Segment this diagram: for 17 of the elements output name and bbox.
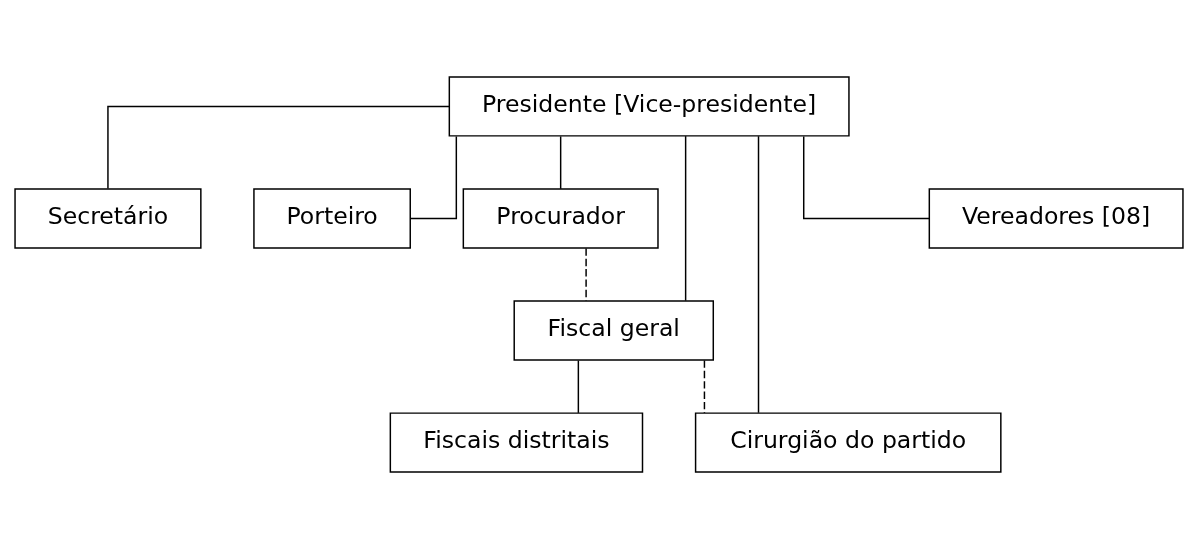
connector xyxy=(559,135,562,189)
node-box: Cirurgião do partido xyxy=(694,411,1002,473)
connector xyxy=(107,105,450,189)
connector xyxy=(703,359,706,414)
node-box: Secretário xyxy=(14,187,202,249)
node-box: Presidente [Vice-presidente] xyxy=(448,75,850,137)
node-box: Procurador xyxy=(462,187,659,249)
node-box: Vereadores [08] xyxy=(928,187,1184,249)
connector xyxy=(803,135,930,219)
connector xyxy=(585,247,587,302)
connector xyxy=(410,135,458,219)
node-box: Fiscais distritais xyxy=(389,411,644,473)
connector xyxy=(757,135,760,414)
connector xyxy=(684,134,687,301)
node-box: Porteiro xyxy=(253,187,411,249)
node-box: Fiscal geral xyxy=(513,299,714,361)
connector xyxy=(577,359,580,414)
